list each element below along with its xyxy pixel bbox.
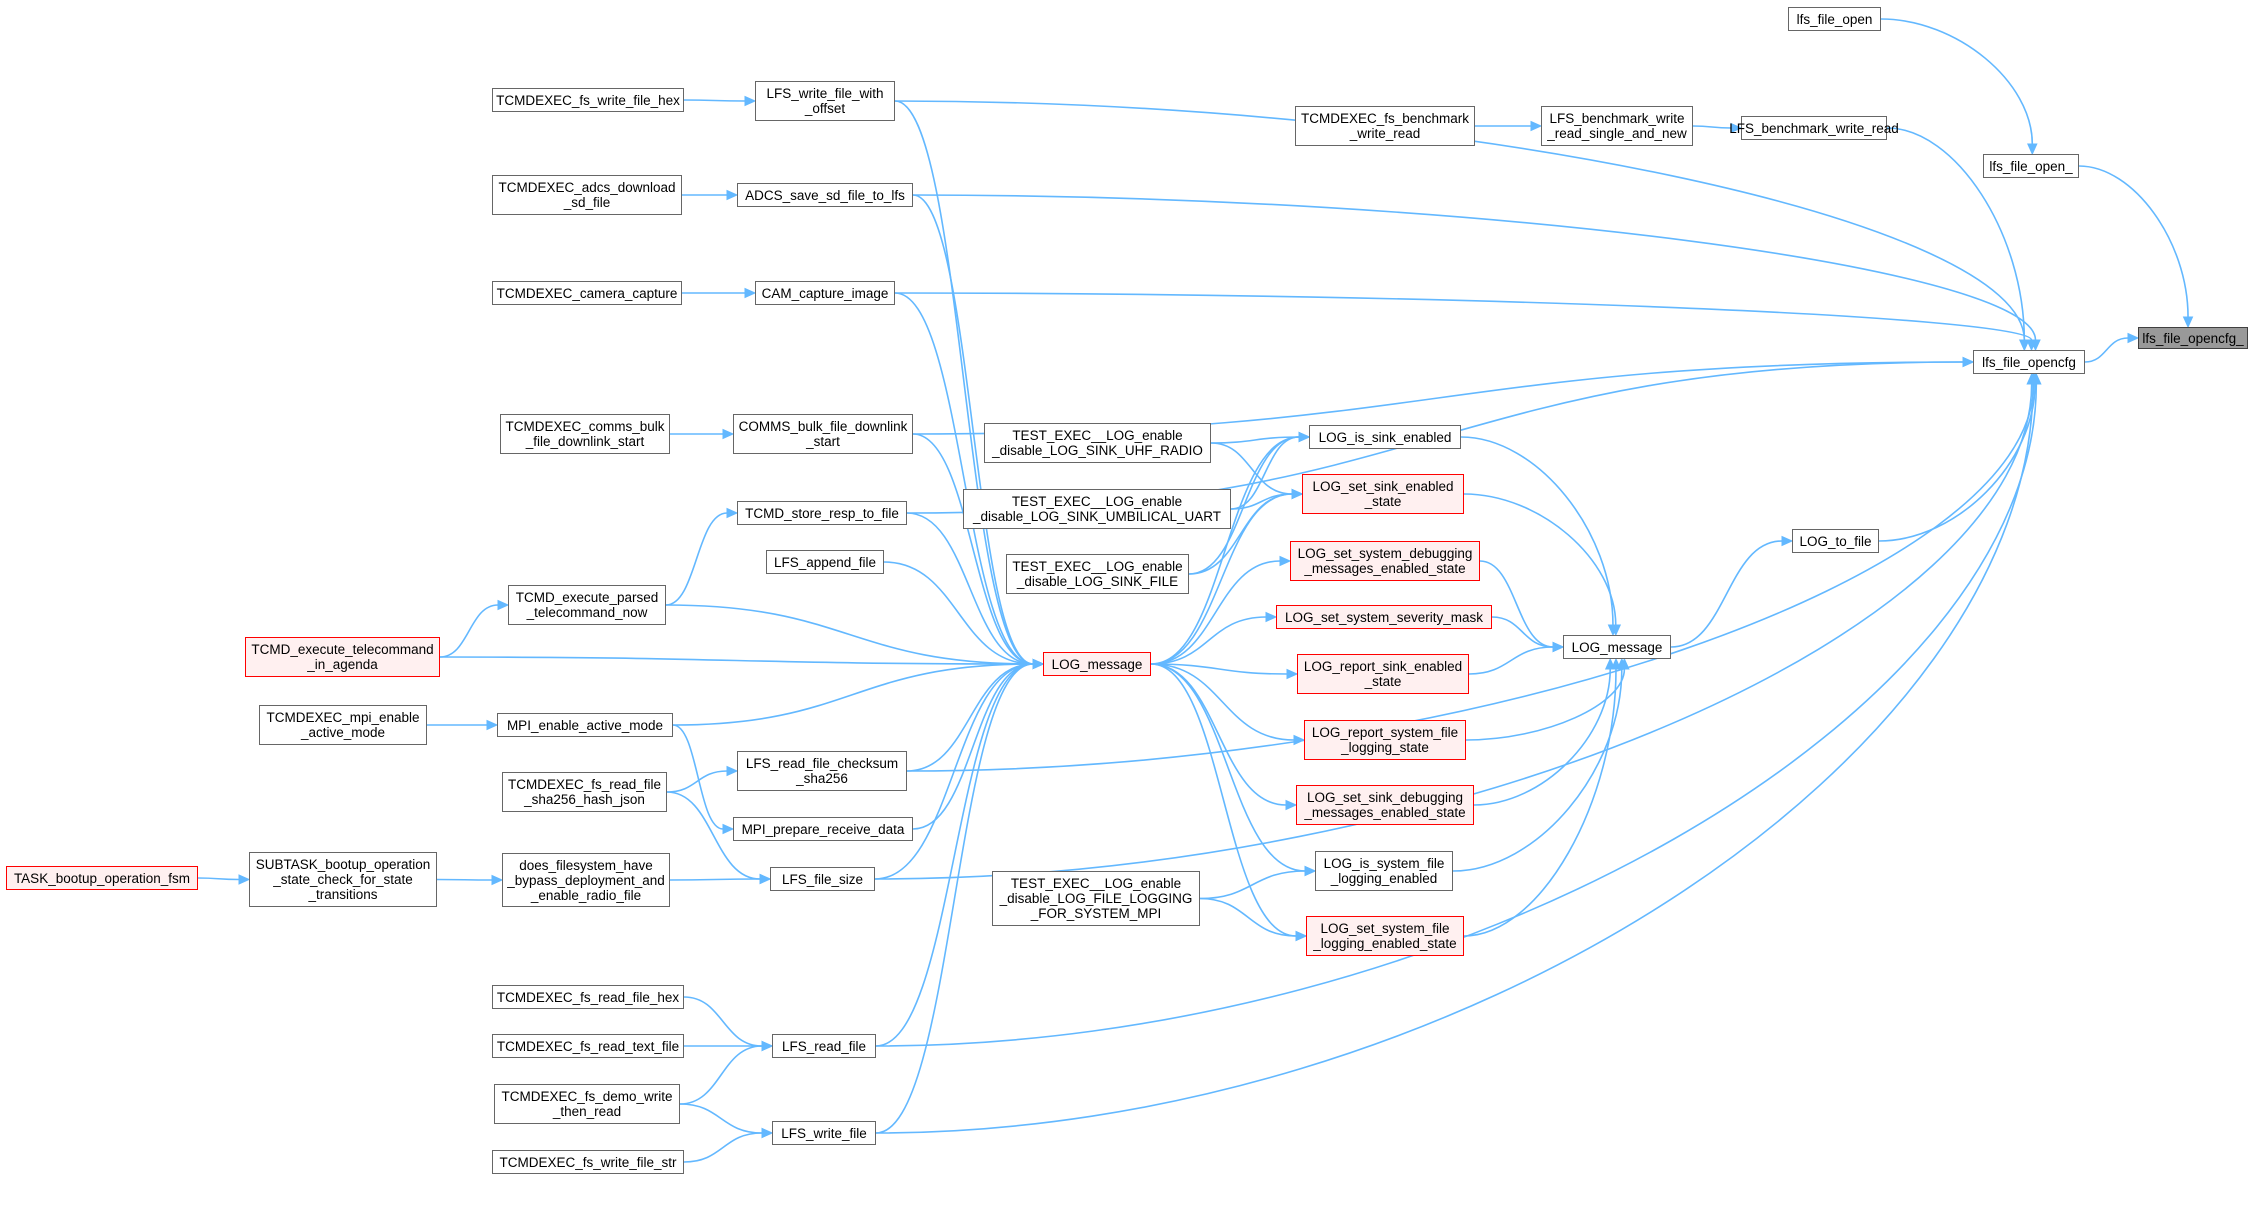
node-tcmd-execute-parsed-telecommand-now[interactable]: TCMD_execute_parsed _telecommand_now <box>508 585 666 625</box>
node-tcmdexec-fs-demo-write-then-read[interactable]: TCMDEXEC_fs_demo_write _then_read <box>494 1084 680 1124</box>
node-log-to-file[interactable]: LOG_to_file <box>1792 529 1879 553</box>
node-test-exec-log-sink-umbilical-uart[interactable]: TEST_EXEC__LOG_enable _disable_LOG_SINK_… <box>963 489 1231 529</box>
node-lfs-benchmark-write-read[interactable]: LFS_benchmark_write_read <box>1741 116 1887 140</box>
node-tcmdexec-fs-write-file-hex[interactable]: TCMDEXEC_fs_write_file_hex <box>492 88 684 112</box>
node-cam-capture-image[interactable]: CAM_capture_image <box>755 281 895 305</box>
node-tcmdexec-mpi-enable-active-mode[interactable]: TCMDEXEC_mpi_enable _active_mode <box>259 705 427 745</box>
node-lfs-file-open-underscore[interactable]: lfs_file_open_ <box>1983 154 2079 178</box>
node-tcmdexec-fs-read-text-file[interactable]: TCMDEXEC_fs_read_text_file <box>492 1034 684 1058</box>
node-tcmd-store-resp-to-file[interactable]: TCMD_store_resp_to_file <box>737 501 907 525</box>
node-lfs-read-file-checksum-sha256[interactable]: LFS_read_file_checksum _sha256 <box>737 751 907 791</box>
node-lfs-benchmark-write-read-single-and-new[interactable]: LFS_benchmark_write _read_single_and_new <box>1541 106 1693 146</box>
node-log-report-system-file-logging-state[interactable]: LOG_report_system_file _logging_state <box>1304 720 1466 760</box>
node-log-set-system-debugging-messages-enabled-state[interactable]: LOG_set_system_debugging _messages_enabl… <box>1290 541 1480 581</box>
node-tcmdexec-fs-write-file-str[interactable]: TCMDEXEC_fs_write_file_str <box>492 1150 684 1174</box>
node-tcmdexec-fs-read-file-sha256-hash-json[interactable]: TCMDEXEC_fs_read_file _sha256_hash_json <box>502 772 667 812</box>
node-test-exec-log-file-logging-for-system-mpi[interactable]: TEST_EXEC__LOG_enable _disable_LOG_FILE_… <box>992 871 1200 926</box>
node-lfs-file-opencfg[interactable]: lfs_file_opencfg <box>1973 350 2085 374</box>
node-log-set-sink-enabled-state[interactable]: LOG_set_sink_enabled _state <box>1302 474 1464 514</box>
node-tcmdexec-fs-benchmark-write-read[interactable]: TCMDEXEC_fs_benchmark _write_read <box>1295 106 1475 146</box>
node-lfs-write-file-with-offset[interactable]: LFS_write_file_with _offset <box>755 81 895 121</box>
node-log-is-sink-enabled[interactable]: LOG_is_sink_enabled <box>1309 425 1461 449</box>
node-tcmdexec-comms-bulk-file-downlink-start[interactable]: TCMDEXEC_comms_bulk _file_downlink_start <box>500 414 670 454</box>
node-lfs-read-file[interactable]: LFS_read_file <box>772 1034 876 1058</box>
node-task-bootup-operation-fsm[interactable]: TASK_bootup_operation_fsm <box>6 866 198 890</box>
node-mpi-prepare-receive-data[interactable]: MPI_prepare_receive_data <box>733 817 913 841</box>
node-test-exec-log-sink-uhf-radio[interactable]: TEST_EXEC__LOG_enable _disable_LOG_SINK_… <box>984 423 1211 463</box>
node-lfs-write-file[interactable]: LFS_write_file <box>772 1121 876 1145</box>
node-log-message-highlighted[interactable]: LOG_message <box>1043 652 1151 676</box>
node-lfs-file-opencfg-underscore: lfs_file_opencfg_ <box>2138 327 2248 349</box>
node-mpi-enable-active-mode[interactable]: MPI_enable_active_mode <box>497 713 673 737</box>
node-lfs-append-file[interactable]: LFS_append_file <box>766 550 884 574</box>
node-does-filesystem-have-bypass-deployment-and-enable-radio-file[interactable]: does_filesystem_have _bypass_deployment_… <box>502 853 670 907</box>
node-log-set-sink-debugging-messages-enabled-state[interactable]: LOG_set_sink_debugging _messages_enabled… <box>1296 785 1474 825</box>
node-test-exec-log-sink-file[interactable]: TEST_EXEC__LOG_enable _disable_LOG_SINK_… <box>1006 554 1189 594</box>
node-log-report-sink-enabled-state[interactable]: LOG_report_sink_enabled _state <box>1297 654 1469 694</box>
node-lfs-file-size[interactable]: LFS_file_size <box>770 867 875 891</box>
node-lfs-file-open[interactable]: lfs_file_open <box>1788 7 1881 31</box>
node-tcmdexec-fs-read-file-hex[interactable]: TCMDEXEC_fs_read_file_hex <box>492 985 684 1009</box>
node-adcs-save-sd-file-to-lfs[interactable]: ADCS_save_sd_file_to_lfs <box>737 183 913 207</box>
node-tcmdexec-adcs-download-sd-file[interactable]: TCMDEXEC_adcs_download _sd_file <box>492 175 682 215</box>
node-subtask-bootup-operation-state-check[interactable]: SUBTASK_bootup_operation _state_check_fo… <box>249 852 437 907</box>
node-tcmdexec-camera-capture[interactable]: TCMDEXEC_camera_capture <box>492 281 682 305</box>
node-tcmd-execute-telecommand-in-agenda[interactable]: TCMD_execute_telecommand _in_agenda <box>245 637 440 677</box>
node-log-set-system-severity-mask[interactable]: LOG_set_system_severity_mask <box>1276 605 1492 629</box>
node-log-set-system-file-logging-enabled-state[interactable]: LOG_set_system_file _logging_enabled_sta… <box>1306 916 1464 956</box>
node-log-message-center[interactable]: LOG_message <box>1563 635 1671 659</box>
node-log-is-system-file-logging-enabled[interactable]: LOG_is_system_file _logging_enabled <box>1315 851 1453 891</box>
node-comms-bulk-file-downlink-start[interactable]: COMMS_bulk_file_downlink _start <box>733 414 913 454</box>
